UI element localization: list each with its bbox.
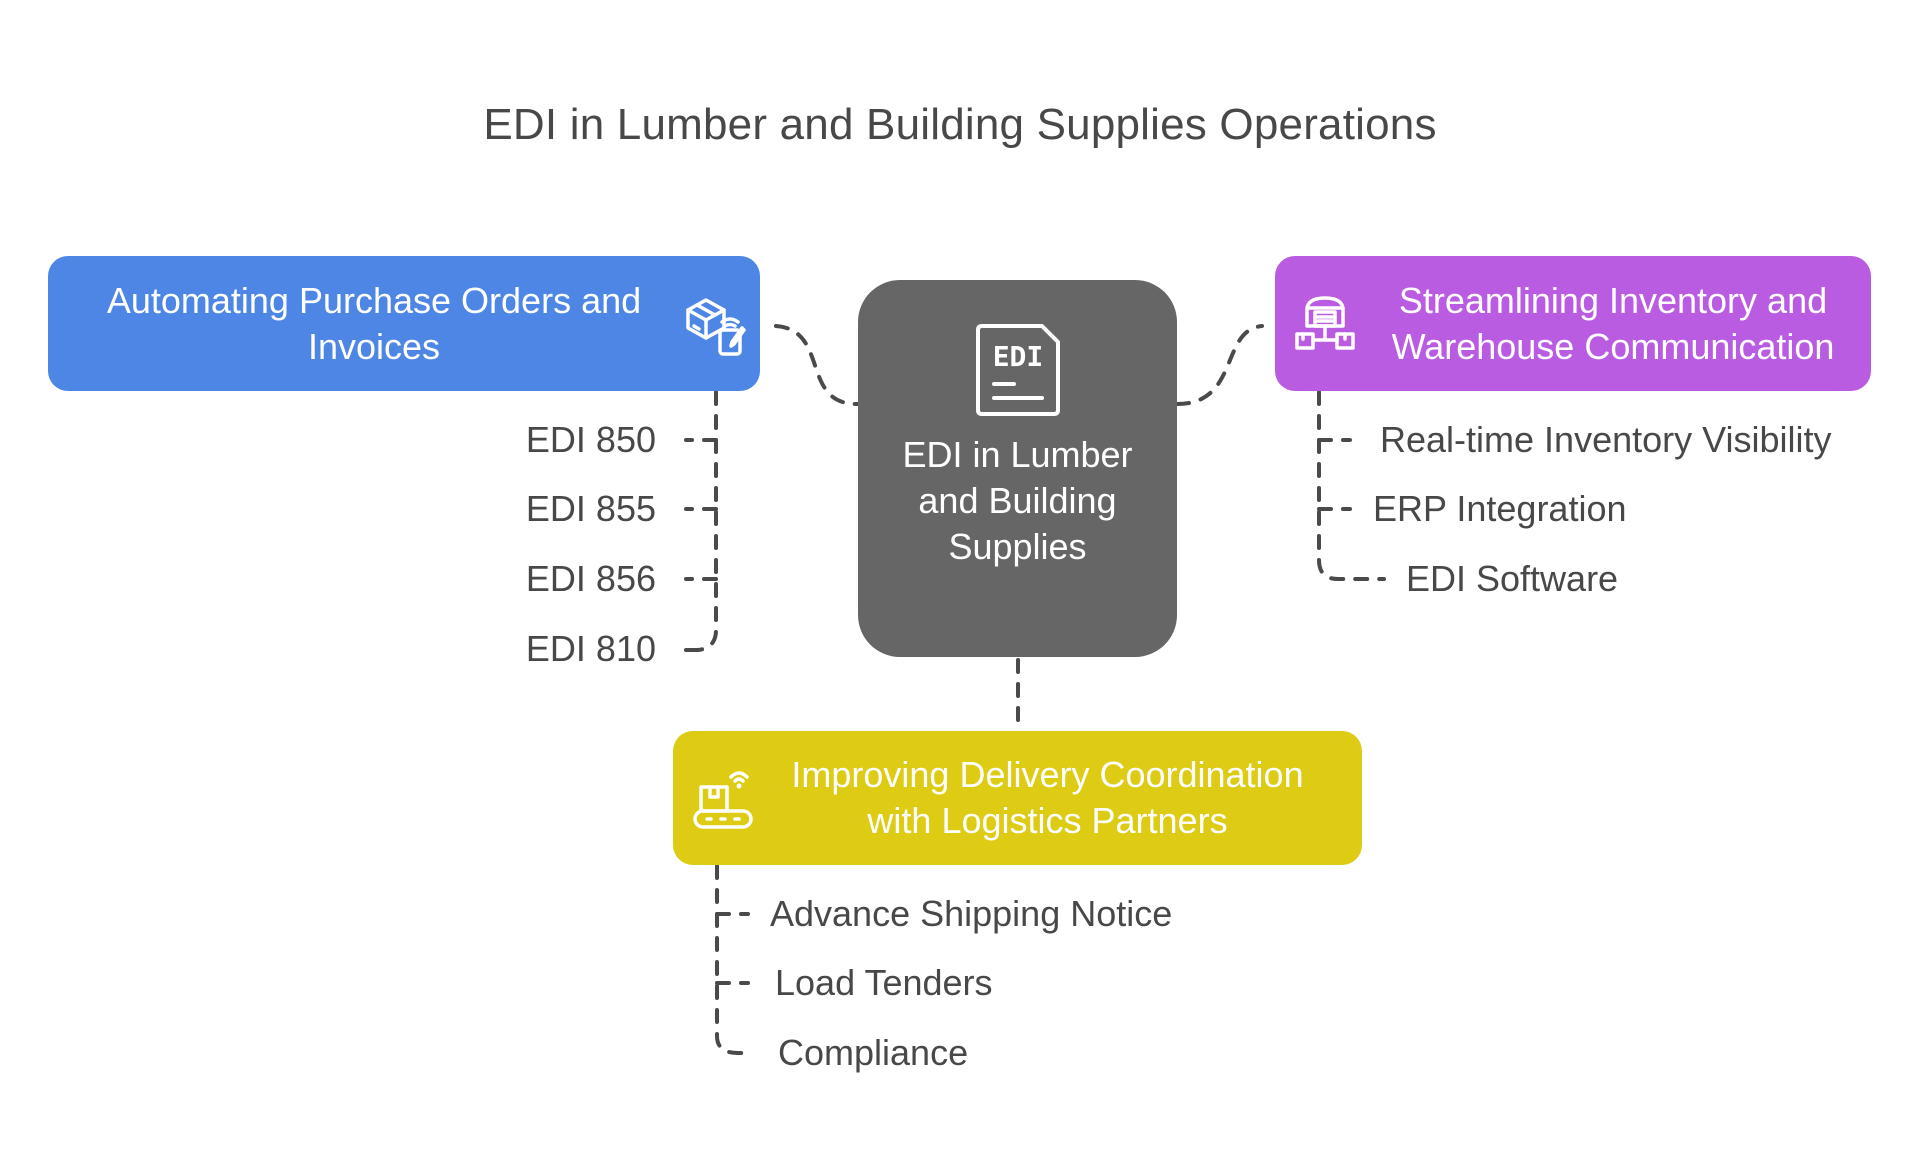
connector-left-trunk (696, 390, 718, 652)
connector-right-center (1175, 324, 1264, 406)
central-topic-node[interactable]: EDI EDI in Lumber and Building Supplies (858, 280, 1177, 657)
warehouse-network-icon (1295, 296, 1355, 350)
branch-node-purchase-orders[interactable]: Automating Purchase Orders and Invoices (48, 256, 760, 391)
branch-label: Automating Purchase Orders and Invoices (106, 279, 642, 367)
branch-node-inventory[interactable]: Streamlining Inventory and Warehouse Com… (1275, 256, 1871, 391)
branch-node-delivery[interactable]: Improving Delivery Coordination with Log… (673, 731, 1362, 865)
leaf-advance-shipping-notice: Advance Shipping Notice (770, 893, 1173, 934)
edi-document-icon: EDI (975, 324, 1060, 416)
diagram-title: EDI in Lumber and Building Supplies Oper… (483, 100, 1437, 149)
leaf-edi-810: EDI 810 (525, 628, 656, 669)
connector-bottom-trunk (715, 864, 754, 1055)
leaf-erp-integration: ERP Integration (1373, 488, 1627, 529)
conveyor-wifi-icon (693, 771, 753, 829)
leaf-edi-software: EDI Software (1406, 558, 1619, 599)
leaf-edi-855: EDI 855 (525, 488, 656, 529)
edi-icon-text: EDI (992, 340, 1043, 373)
branch-label: Streamlining Inventory and Warehouse Com… (1391, 279, 1835, 367)
leaf-realtime-inventory: Real-time Inventory Visibility (1380, 419, 1832, 460)
leaf-edi-856: EDI 856 (525, 558, 656, 599)
leaf-edi-850: EDI 850 (525, 419, 656, 460)
connector-left-center (774, 324, 860, 407)
leaf-load-tenders: Load Tenders (775, 962, 993, 1003)
connector-right-trunk (1317, 390, 1386, 581)
branch-label: Improving Delivery Coordination with Log… (791, 754, 1304, 841)
central-topic-label: EDI in Lumber and Building Supplies (902, 434, 1133, 567)
package-tablet-icon (686, 298, 746, 356)
leaf-compliance: Compliance (778, 1032, 969, 1073)
